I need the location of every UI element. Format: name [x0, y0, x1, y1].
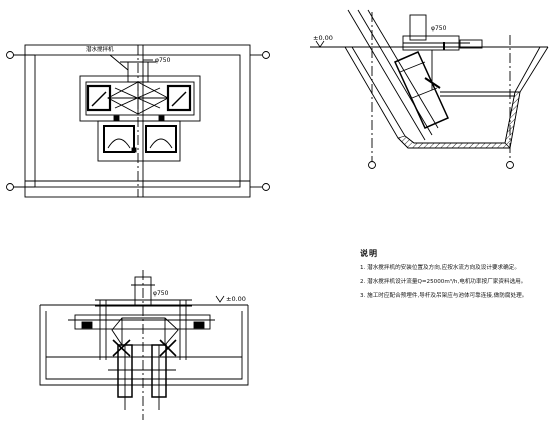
section-right-diameter-label: φ750	[431, 25, 447, 32]
section-bottom-diameter-label: φ750	[153, 290, 169, 297]
notes-title: 说明	[360, 249, 378, 258]
section-bottom-level-label: ±0.00	[226, 295, 246, 303]
section-right-level-label: ±0.00	[313, 34, 333, 42]
note-item-2: 2. 潜水搅拌机设计流量Q=25000m³/h,电机功率按厂家资料选用。	[360, 279, 527, 285]
level-symbol-right	[315, 40, 325, 48]
level-symbol-bottom	[215, 295, 225, 303]
tank-floor-hatch	[397, 135, 511, 149]
notes-block: 说明 1. 潜水搅拌机的安装位置及方向,应按水流方向及设计要求确定。 2. 潜水…	[360, 248, 555, 307]
section-view-bottom	[39, 270, 249, 420]
plan-diameter-label: φ750	[155, 57, 171, 64]
note-item-1: 1. 潜水搅拌机的安装位置及方向,应按水流方向及设计要求确定。	[360, 265, 520, 271]
plan-view	[6, 44, 270, 198]
note-item-3: 3. 施工时应配合预埋件,导杆及吊架应与池体可靠连接,做防腐处理。	[360, 293, 528, 299]
plan-callout-label: 潜水搅拌机	[86, 45, 114, 53]
tank-wall-hatch	[504, 91, 521, 149]
